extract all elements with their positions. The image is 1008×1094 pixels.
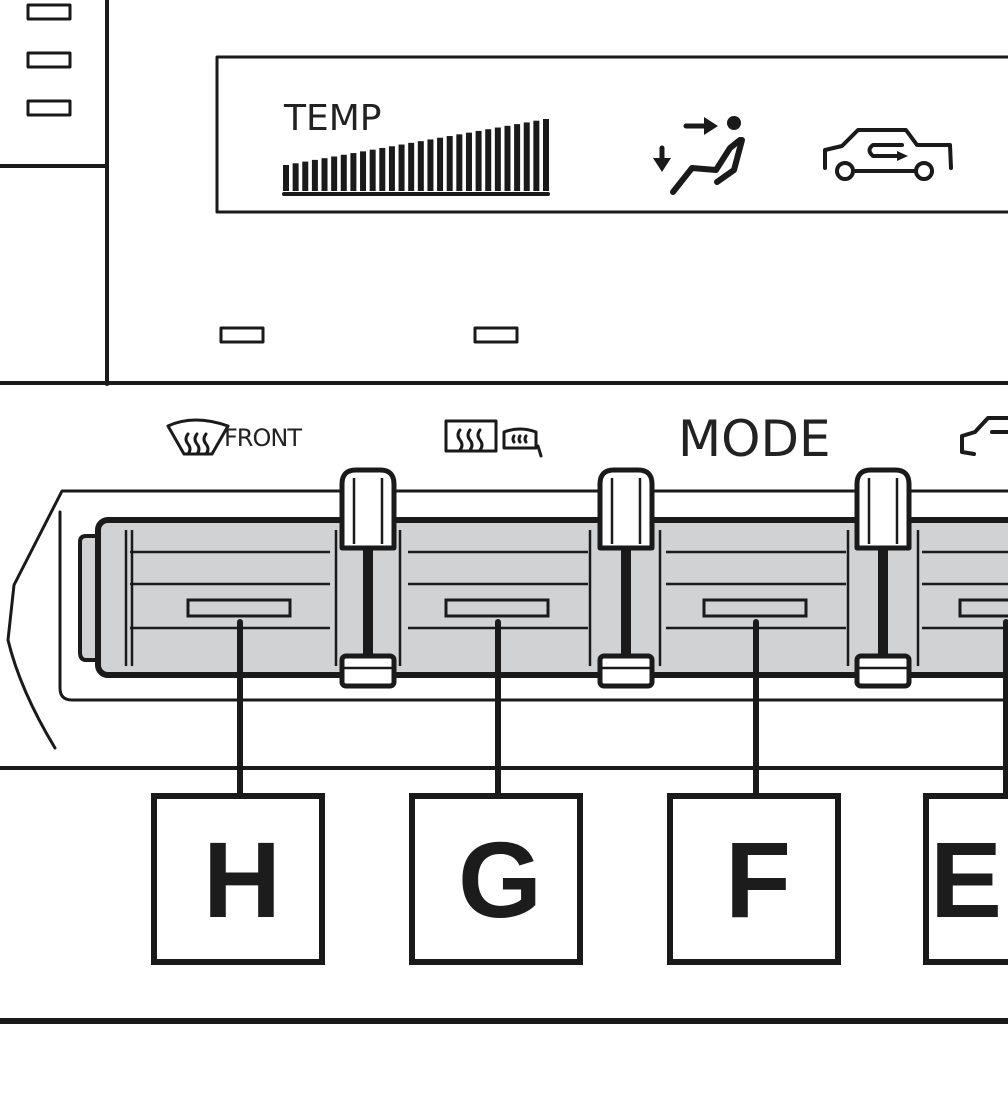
recirculation-icon — [823, 128, 953, 181]
callout-label-g: G — [457, 819, 542, 940]
temp-bar — [437, 137, 444, 191]
temp-bar — [311, 159, 318, 191]
temp-bar — [369, 149, 376, 191]
slider-knob[interactable] — [339, 467, 397, 689]
temp-bar — [427, 139, 434, 191]
callout-box-f — [667, 793, 841, 965]
button-indicator-h — [186, 598, 292, 618]
temp-bar — [283, 165, 289, 191]
indicator-lamp-left-1 — [26, 3, 72, 21]
temp-bar — [446, 136, 453, 191]
callout-box-e — [923, 793, 1008, 965]
recirculation-button-icon — [960, 416, 1008, 456]
temp-bar — [350, 153, 357, 191]
mirror-heater-icon — [502, 427, 543, 458]
temp-bar — [331, 156, 338, 191]
temp-bar — [494, 127, 501, 191]
front-defrost-icon — [166, 418, 230, 456]
display-window — [215, 55, 1008, 214]
callout-box-g — [409, 793, 583, 965]
airflow-mode-icon — [653, 116, 745, 195]
button-indicator-g — [444, 598, 550, 618]
temp-bar — [398, 144, 405, 191]
bezel-outer-top — [6, 489, 1008, 750]
temp-bar — [340, 154, 347, 191]
mode-label: MODE — [678, 410, 831, 468]
temp-bar — [475, 130, 482, 191]
temp-bar — [533, 120, 540, 191]
temp-bar — [302, 161, 309, 191]
temp-level-bars — [283, 119, 549, 191]
slider-knob[interactable] — [597, 467, 655, 689]
temp-bar — [514, 124, 521, 191]
indicator-lamp-left-3 — [26, 99, 72, 117]
temp-bar — [388, 146, 395, 191]
slot-detail-lines — [124, 530, 1008, 666]
temp-bar — [543, 119, 549, 191]
callout-label-f: F — [725, 819, 791, 940]
callout-leaders — [237, 619, 1008, 799]
temp-bar — [292, 163, 299, 191]
callout-box-h — [151, 793, 325, 965]
temp-bar — [408, 142, 415, 191]
temp-bar — [465, 132, 472, 191]
slider-slot-track — [95, 517, 1008, 678]
temp-bar — [456, 134, 463, 191]
front-defrost-label: FRONT — [224, 424, 302, 452]
slider-knobs — [339, 467, 912, 689]
temp-bar — [523, 122, 530, 191]
temp-bar — [504, 125, 511, 191]
callout-label-e: E — [930, 819, 1003, 940]
callout-label-h: H — [203, 819, 281, 940]
indicator-lamp-rear-defrost — [473, 326, 519, 344]
temp-bar — [321, 158, 328, 191]
bezel-inner — [58, 510, 1008, 702]
button-indicator-e — [958, 598, 1008, 618]
button-indicator-f — [702, 598, 808, 618]
temp-bar — [360, 151, 367, 191]
slider-knob[interactable] — [854, 467, 912, 689]
indicator-lamp-left-2 — [26, 51, 72, 69]
temp-bar — [379, 147, 386, 191]
temp-bar — [485, 129, 492, 191]
temp-label: TEMP — [284, 98, 382, 139]
indicator-lamp-front-defrost — [219, 326, 265, 344]
temp-bar — [417, 141, 424, 191]
rear-defrost-icon — [444, 419, 498, 453]
